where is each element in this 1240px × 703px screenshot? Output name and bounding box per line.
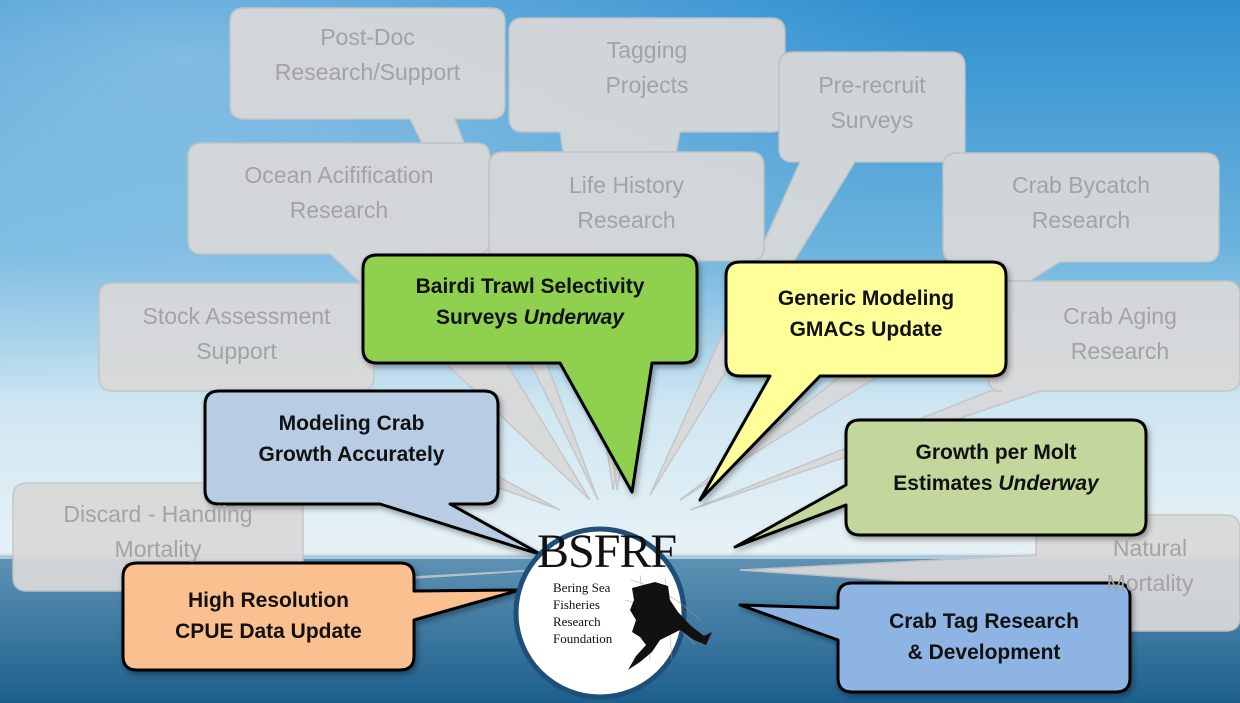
label-bairdi: Bairdi Trawl Selectivity Surveys Underwa… — [415, 275, 645, 329]
logo-line-4: Foundation — [553, 631, 613, 646]
gray-label-natural: Natural Mortality — [1106, 535, 1194, 596]
label-generic: Generic Modeling GMACs Update — [777, 287, 955, 341]
callout-tag — [738, 581, 1132, 694]
logo-title: BSFRF — [537, 525, 677, 578]
label-growth: Growth per Molt Estimates Underway — [893, 441, 1099, 495]
label-tag: Crab Tag Research & Development — [889, 610, 1079, 664]
label-highres: High Resolution CPUE Data Update — [175, 589, 362, 643]
callout-highres — [121, 561, 522, 672]
callout-generic — [698, 260, 1008, 502]
gray-label-lifehist: Life History Research — [568, 172, 685, 233]
callout-bairdi — [361, 253, 699, 494]
logo-line-1: Bering Sea — [553, 580, 611, 595]
gray-label-stock: Stock Assessment Support — [142, 303, 331, 364]
gray-label-aging: Crab Aging Research — [1063, 303, 1177, 364]
gray-label-discard: Discard - Handling Mortality — [63, 501, 253, 562]
label-modeling: Modeling Crab Growth Accurately — [258, 412, 445, 466]
logo-line-2: Fisheries — [553, 597, 600, 612]
callout-modeling — [203, 389, 544, 557]
gray-label-ocean: Ocean Acifification Research — [244, 162, 434, 223]
logo-line-3: Research — [553, 614, 601, 629]
callout-growth — [733, 418, 1148, 549]
gray-label-bycatch: Crab Bycatch Research — [1011, 172, 1151, 233]
gray-label-prerecruit: Pre-recruit Surveys — [818, 72, 926, 133]
alaska-silhouette — [628, 582, 712, 670]
gray-label-postdoc: Post-Doc Research/Support — [274, 24, 461, 85]
gray-label-tagging: Tagging Projects — [605, 37, 689, 98]
